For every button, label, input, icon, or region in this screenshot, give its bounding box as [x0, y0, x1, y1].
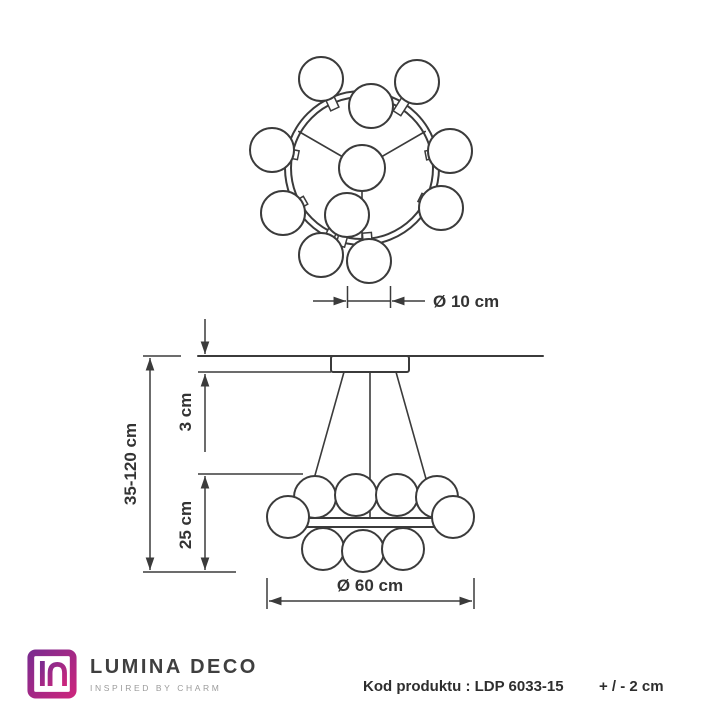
overall-height-label: 35-120 cm [121, 423, 140, 505]
globe [298, 56, 344, 102]
globe [418, 185, 464, 231]
globe [375, 473, 419, 517]
dimension-sphere-diameter: Ø 10 cm [313, 286, 499, 311]
brand-logo: LUMINA DECO INSPIRED BY CHARM [26, 648, 258, 700]
globe [346, 238, 392, 284]
globe [324, 192, 370, 238]
globe [381, 527, 425, 571]
globe [301, 527, 345, 571]
ceiling-canopy [330, 355, 410, 373]
lumina-deco-logo-icon [27, 649, 77, 699]
sphere-diameter-label: Ø 10 cm [433, 292, 499, 311]
dimension-overall-height: 35-120 cm [121, 355, 236, 573]
brand-tagline: INSPIRED BY CHARM [90, 682, 222, 693]
globe [260, 190, 306, 236]
side-view [197, 355, 544, 573]
dimension-canopy-height: 3 cm [176, 319, 210, 452]
globe [348, 83, 394, 129]
footer: LUMINA DECO INSPIRED BY CHARM Kod produk… [0, 640, 720, 720]
brand-name: LUMINA DECO [90, 655, 258, 678]
globe [266, 495, 310, 539]
canopy-height-label: 3 cm [176, 393, 195, 432]
body-height-label: 25 cm [176, 501, 195, 549]
globe [431, 495, 475, 539]
globe [341, 529, 385, 573]
product-code: Kod produktu : LDP 6033-15 [363, 678, 564, 695]
globe [249, 127, 295, 173]
dimension-body-height: 25 cm [176, 473, 303, 570]
overall-diameter-label: Ø 60 cm [337, 576, 403, 595]
dimension-overall-diameter: Ø 60 cm [266, 576, 475, 609]
globe [334, 473, 378, 517]
globe [298, 232, 344, 278]
center-globe [338, 144, 386, 192]
globe [427, 128, 473, 174]
top-view [249, 56, 473, 284]
tolerance: + / - 2 cm [599, 678, 664, 695]
ring-bar [295, 517, 445, 528]
globe [394, 59, 440, 105]
